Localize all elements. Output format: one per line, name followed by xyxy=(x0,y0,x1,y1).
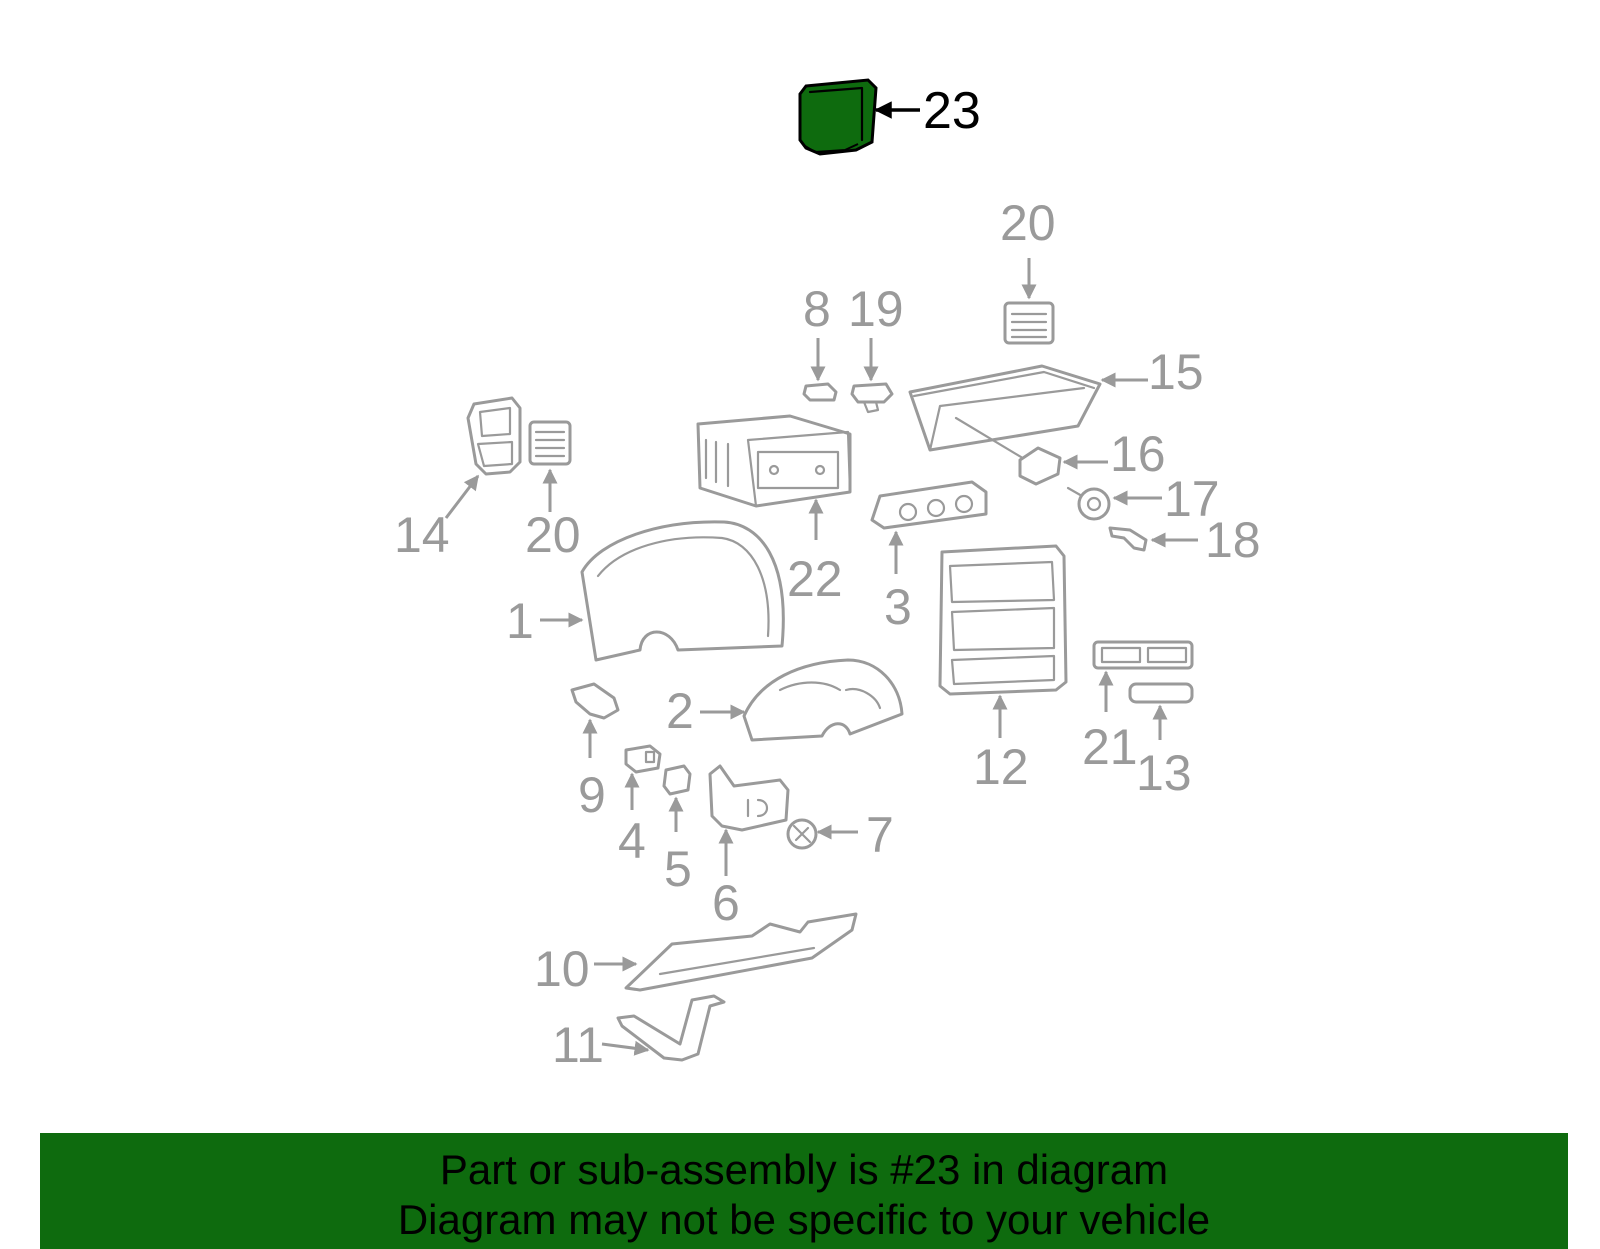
callout-3[interactable]: 3 xyxy=(884,579,912,635)
callout-13[interactable]: 13 xyxy=(1136,745,1192,801)
callout-17[interactable]: 17 xyxy=(1164,471,1220,527)
part-16-latch[interactable] xyxy=(954,416,1062,486)
callout-5[interactable]: 5 xyxy=(664,841,692,897)
callout-4[interactable]: 4 xyxy=(618,813,646,869)
part-8-clip[interactable] xyxy=(802,382,838,402)
part-13-trim-strip[interactable] xyxy=(1128,682,1194,704)
part-3-climate-control[interactable] xyxy=(870,480,988,530)
part-4-switch[interactable] xyxy=(624,744,662,774)
part-1-cluster-bezel[interactable] xyxy=(580,520,785,662)
banner-line-2: Diagram may not be specific to your vehi… xyxy=(397,1196,1211,1243)
part-21-switch-bezel[interactable] xyxy=(1092,640,1194,670)
part-12-center-bezel[interactable] xyxy=(938,544,1068,696)
callout-20-left[interactable]: 20 xyxy=(525,507,581,563)
callout-10[interactable]: 10 xyxy=(534,941,590,997)
callout-20-top[interactable]: 20 xyxy=(1000,195,1056,251)
callout-19[interactable]: 19 xyxy=(848,281,904,337)
part-11-bracket[interactable] xyxy=(616,994,726,1062)
callout-12[interactable]: 12 xyxy=(973,739,1029,795)
banner-line-1: Part or sub-assembly is #23 in diagram xyxy=(439,1146,1169,1193)
callout-22[interactable]: 22 xyxy=(787,551,843,607)
part-5-switch[interactable] xyxy=(662,764,692,796)
part-7-knob[interactable] xyxy=(786,818,818,850)
part-10-knee-bolster[interactable] xyxy=(624,912,858,992)
part-17-lock-cylinder[interactable] xyxy=(1066,486,1111,521)
callout-16[interactable]: 16 xyxy=(1110,426,1166,482)
part-19-bulb[interactable] xyxy=(850,382,894,414)
part-18-key[interactable] xyxy=(1108,526,1148,552)
callout-15[interactable]: 15 xyxy=(1148,344,1204,400)
callout-23[interactable]: 23 xyxy=(923,82,981,140)
part-23-module[interactable] xyxy=(798,78,878,156)
callout-2[interactable]: 2 xyxy=(666,683,694,739)
callout-6[interactable]: 6 xyxy=(712,875,740,931)
part-2-instrument-cluster[interactable] xyxy=(742,658,904,742)
callout-7[interactable]: 7 xyxy=(866,807,894,863)
callout-1[interactable]: 1 xyxy=(506,593,534,649)
info-banner: Part or sub-assembly is #23 in diagram D… xyxy=(40,1133,1568,1249)
callout-9[interactable]: 9 xyxy=(578,767,606,823)
callout-8[interactable]: 8 xyxy=(803,281,831,337)
callout-21[interactable]: 21 xyxy=(1082,719,1138,775)
callout-11[interactable]: 11 xyxy=(552,1017,604,1073)
part-15-glove-box[interactable] xyxy=(908,364,1102,452)
part-14-vent-bezel[interactable] xyxy=(466,396,522,476)
part-9-switch[interactable] xyxy=(570,682,620,720)
callout-14[interactable]: 14 xyxy=(394,507,450,563)
part-22-radio[interactable] xyxy=(696,414,852,508)
part-20-vent-left[interactable] xyxy=(528,420,572,466)
callout-18[interactable]: 18 xyxy=(1205,512,1261,568)
part-20-vent-right[interactable] xyxy=(1003,301,1055,345)
part-6-headlamp-switch[interactable] xyxy=(708,764,790,832)
